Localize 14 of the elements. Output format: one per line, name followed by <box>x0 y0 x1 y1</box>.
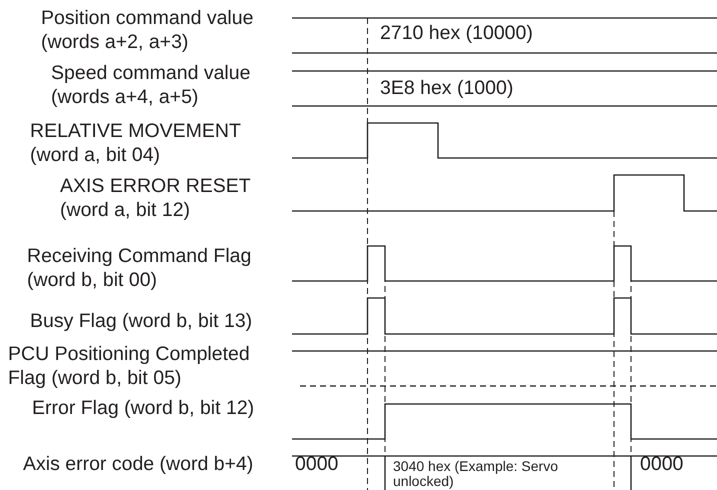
signal-name: RELATIVE MOVEMENT (word a, bit 04) <box>30 120 241 166</box>
signal-name: Position command value (words a+2, a+3) <box>41 7 254 53</box>
signal-value: 3040 hex (Example: Servo unlocked) <box>393 458 558 489</box>
signal-name: Busy Flag (word b, bit 13) <box>30 310 252 332</box>
signal-name: Receiving Command Flag (word b, bit 00) <box>27 245 252 291</box>
signal-value: 3E8 hex (1000) <box>380 77 514 99</box>
signal-value: 2710 hex (10000) <box>380 22 533 44</box>
signal-name: Axis error code (word b+4) <box>23 453 254 475</box>
signal-value: 0000 <box>295 453 338 475</box>
signal-value: 0000 <box>640 453 684 475</box>
signal-name: Speed command value (words a+4, a+5) <box>51 62 250 108</box>
signal-name: PCU Positioning Completed Flag (word b, bit 05) <box>8 343 250 389</box>
signal-name: AXIS ERROR RESET (word a, bit 12) <box>60 175 250 221</box>
signal-name: Error Flag (word b, bit 12) <box>32 397 254 419</box>
